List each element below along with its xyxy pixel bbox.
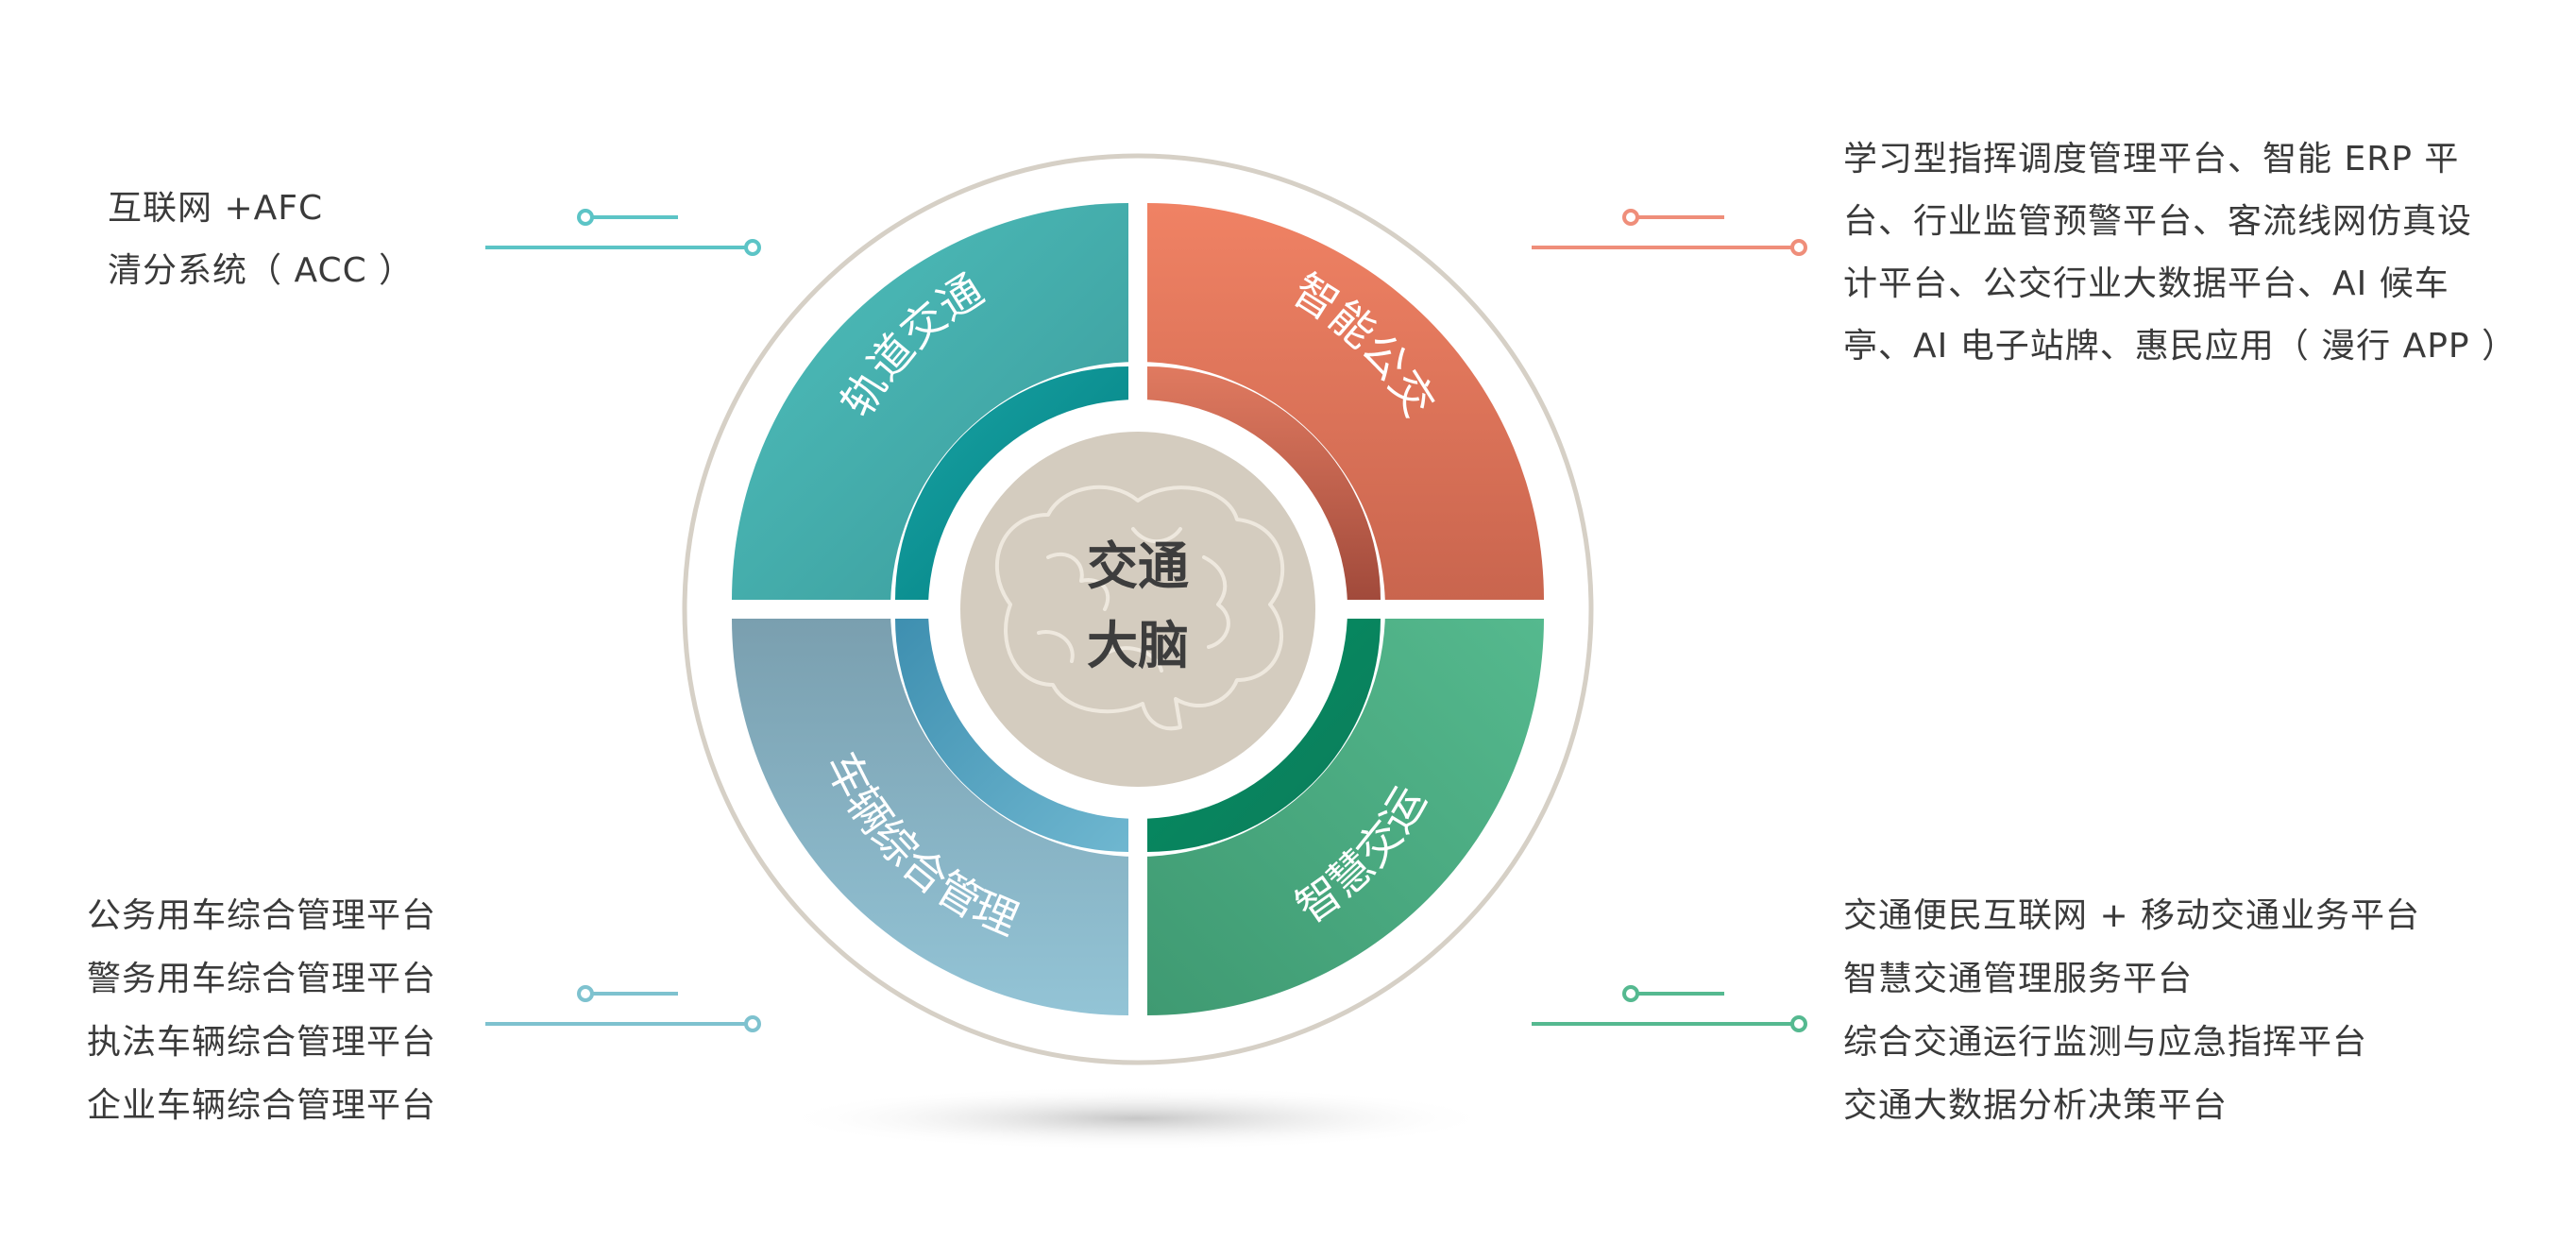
annotation-item: 公务用车综合管理平台 [87,896,437,935]
annotation-top-left: 互联网 +AFC 清分系统（ ACC ） [108,178,414,302]
annotation-item: 智慧交通管理服务平台 [1843,960,2194,998]
connector-bottom-left [485,985,761,1032]
annotation-paragraph: 学习型指挥调度管理平台、智能 ERP 平台、行业监管预警平台、客流线网仿真设计平… [1843,140,2517,366]
annotation-item: 执法车辆综合管理平台 [87,1023,437,1062]
center-title-line2: 大脑 [1087,616,1189,675]
annotation-item: 交通大数据分析决策平台 [1843,1086,2229,1125]
connector-bottom-right [1532,985,1807,1032]
annotation-bottom-right: 交通便民互联网 + 移动交通业务平台 智慧交通管理服务平台 综合交通运行监测与应… [1843,884,2420,1137]
annotation-item: 企业车辆综合管理平台 [87,1086,437,1125]
annotation-item: 综合交通运行监测与应急指挥平台 [1843,1023,2368,1062]
connector-top-left [485,209,761,256]
brain-icon [994,485,1285,731]
center-disc [960,432,1315,787]
annotation-item: 清分系统（ ACC ） [108,251,415,290]
connector-top-right [1532,209,1807,256]
annotation-item: 警务用车综合管理平台 [87,960,437,998]
annotation-item: 交通便民互联网 + 移动交通业务平台 [1843,896,2421,935]
annotation-item: 互联网 +AFC [108,189,324,228]
center-title-line1: 交通 [1087,536,1189,596]
ground-shadow [778,1086,1496,1150]
annotation-top-right: 学习型指挥调度管理平台、智能 ERP 平台、行业监管预警平台、客流线网仿真设计平… [1843,128,2517,378]
annotation-bottom-left: 公务用车综合管理平台 警务用车综合管理平台 执法车辆综合管理平台 企业车辆综合管… [87,884,436,1137]
